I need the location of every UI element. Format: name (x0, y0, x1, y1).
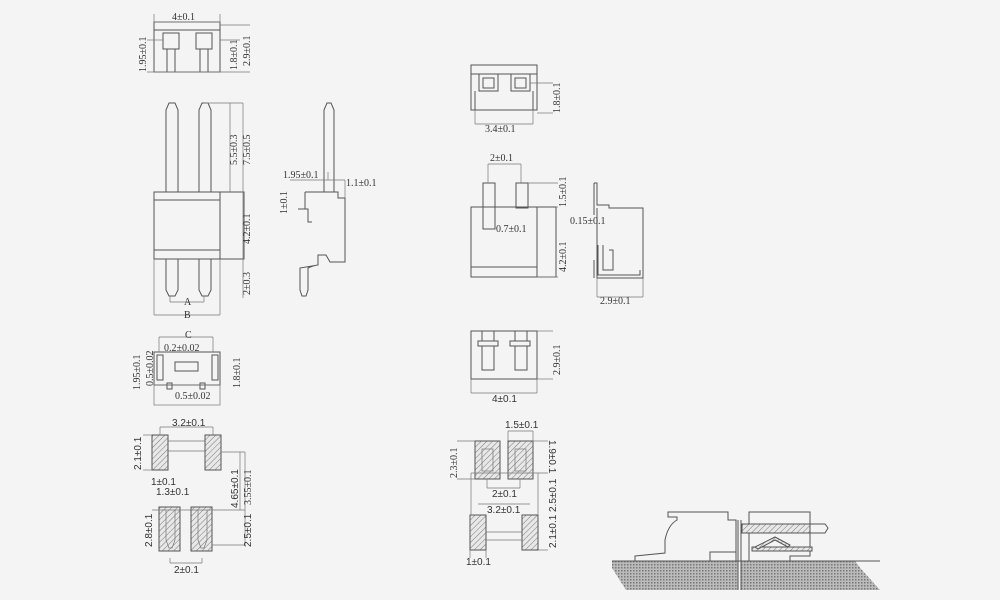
right-footprint: 1.5±0.1 2.3±0.1 1.9±0.1 2±0.1 2.5±0.1 3.… (449, 420, 559, 568)
left-front-view: 5.5±0.3 7.5±0.5 4.2±0.1 2±0.3 A B (153, 102, 253, 321)
dim-label: 0.5±0.02 (145, 351, 156, 387)
dim-label: B (184, 310, 191, 321)
dim-label: 1.3±0.1 (156, 487, 190, 498)
dim-label: 0.2±0.02 (164, 343, 200, 354)
dim-label: 2±0.1 (174, 565, 199, 576)
dim-label: 2±0.1 (490, 153, 513, 164)
dim-label: 4±0.1 (492, 394, 517, 405)
left-footprint: 3.2±0.1 2.1±0.1 1±0.1 1.3±0.1 4.65±0.1 3… (133, 418, 254, 576)
dim-label: 1.8±0.1 (552, 83, 563, 114)
right-side-view: 0.15±0.1 2.9±0.1 (570, 182, 644, 307)
dim-label: 5.5±0.3 (229, 135, 240, 166)
left-top-view: 4±0.1 1.95±0.1 1.8±0.1 2.9±0.1 (138, 12, 253, 73)
dim-label: C (185, 330, 192, 341)
right-front-view: 2±0.1 1.5±0.1 0.7±0.1 4.2±0.1 (470, 153, 569, 278)
dim-label: 3.4±0.1 (485, 124, 516, 135)
dim-label: 1.5±0.1 (505, 420, 539, 431)
dim-label: 0.7±0.1 (496, 224, 527, 235)
right-top-view: 3.4±0.1 1.8±0.1 (470, 64, 563, 135)
dim-label: 2.9±0.1 (552, 345, 563, 376)
dim-label: 1.8±0.1 (229, 40, 240, 71)
left-side-view: 1.95±0.1 1.1±0.1 1±0.1 (279, 102, 377, 297)
dim-label: 2±0.3 (242, 272, 253, 295)
dim-label: 4.2±0.1 (242, 214, 253, 245)
dim-label: 1±0.1 (279, 191, 290, 214)
dim-label: 1.8±0.1 (232, 358, 243, 389)
dim-label: 2.5±0.1 (548, 478, 559, 512)
dim-label: 1.1±0.1 (346, 178, 377, 189)
dim-label: 3.55±0.1 (243, 470, 254, 506)
mated-assembly-section (612, 511, 880, 590)
dim-label: 2.5±0.1 (243, 513, 254, 547)
left-bottom-view: C 0.2±0.02 0.5±0.02 1.95±0.1 1.8±0.1 0.5… (132, 330, 243, 406)
dim-label: 1.5±0.1 (558, 177, 569, 208)
dim-label: 1±0.1 (466, 557, 491, 568)
dim-label: 1.95±0.1 (132, 355, 143, 391)
dim-label: 7.5±0.5 (242, 135, 253, 166)
dim-label: 2.1±0.1 (133, 436, 144, 470)
dim-label: 1.95±0.1 (283, 170, 319, 181)
dim-label: 2±0.1 (492, 489, 517, 500)
dim-label: 4.2±0.1 (558, 242, 569, 273)
dim-label: 0.15±0.1 (570, 216, 606, 227)
dim-label: 0.5±0.02 (175, 391, 211, 402)
dim-label: 2.3±0.1 (449, 448, 460, 479)
dim-label: 1.95±0.1 (138, 37, 149, 73)
dim-label: 4±0.1 (172, 12, 195, 23)
right-bottom-view: 2.9±0.1 4±0.1 (470, 330, 563, 405)
dim-label: 2.9±0.1 (242, 36, 253, 67)
dim-label: 1±0.1 (151, 477, 176, 488)
dim-label: 3.2±0.1 (172, 418, 206, 429)
dim-label: 2.8±0.1 (144, 513, 155, 547)
dim-label: 2.1±0.1 (548, 514, 559, 548)
dim-label: 1.9±0.1 (546, 440, 557, 474)
dim-label: A (184, 297, 192, 308)
dim-label: 4.65±0.1 (230, 469, 241, 508)
dim-label: 2.9±0.1 (600, 296, 631, 307)
dim-label: 3.2±0.1 (487, 505, 521, 516)
